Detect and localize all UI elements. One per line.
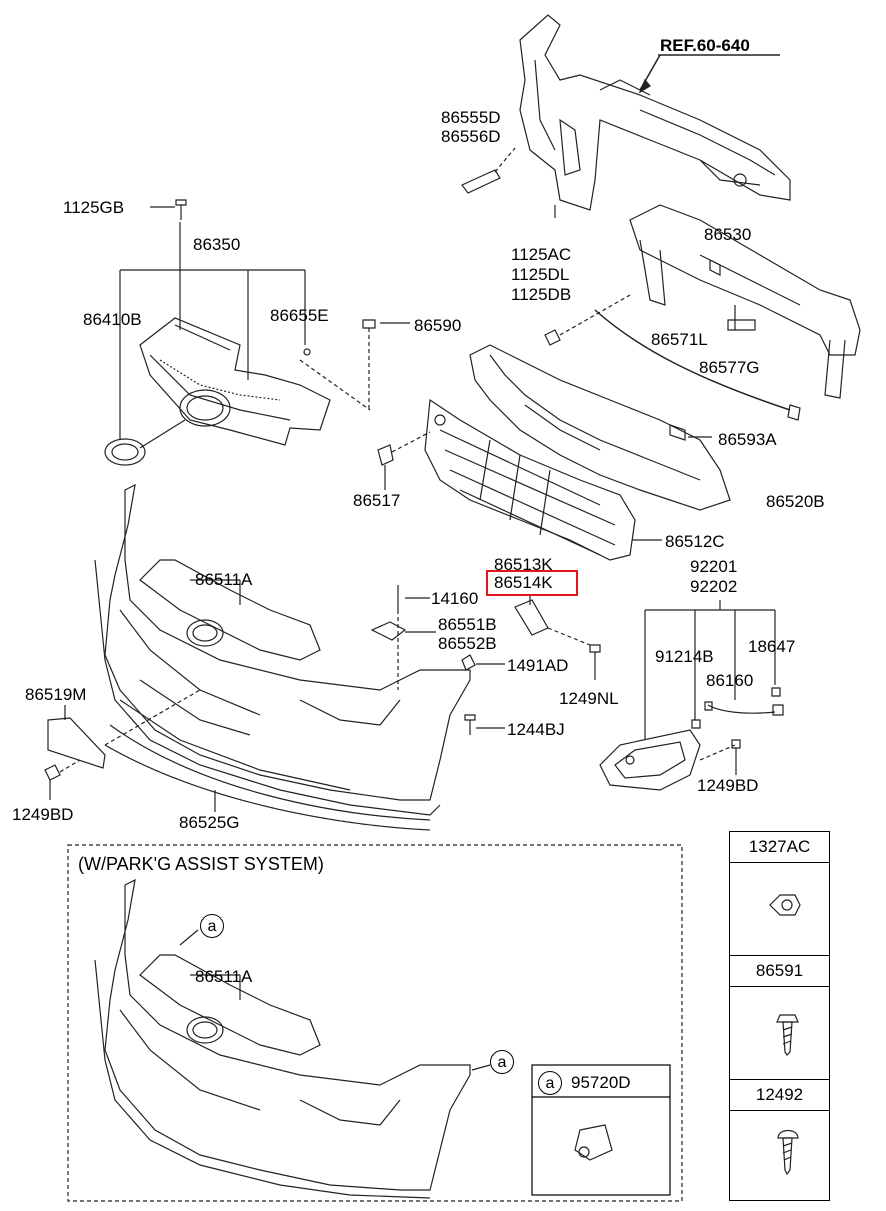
legend-cell-86591[interactable]: 86591 <box>730 956 829 987</box>
label-86519M[interactable]: 86519M <box>25 685 87 704</box>
label-86350[interactable]: 86350 <box>193 235 241 254</box>
label-86525G[interactable]: 86525G <box>179 813 240 832</box>
label-86410B[interactable]: 86410B <box>83 310 142 329</box>
label-92201[interactable]: 92201 <box>690 557 738 576</box>
lower-grille <box>424 398 636 561</box>
label-1491AD[interactable]: 1491AD <box>507 656 569 675</box>
label-86571L[interactable]: 86571L <box>651 330 708 349</box>
park-assist-title: (W/PARK'G ASSIST SYSTEM) <box>78 854 324 874</box>
legend-icons <box>769 894 801 1176</box>
marker-a-sensor-location: a <box>490 1050 514 1074</box>
label-86511A-park[interactable]: 86511A <box>195 967 253 986</box>
label-1125GB[interactable]: 1125GB <box>63 198 125 217</box>
label-18647[interactable]: 18647 <box>748 637 796 656</box>
marker-a-sensor: a <box>538 1071 562 1095</box>
label-86551B[interactable]: 86551B <box>438 615 497 634</box>
label-1125AC[interactable]: 1125AC <box>511 245 572 264</box>
marker-a-bumper: a <box>200 914 224 938</box>
legend-cell-12492[interactable]: 12492 <box>730 1080 829 1111</box>
front-bumper <box>94 483 471 821</box>
label-14160[interactable]: 14160 <box>431 589 479 608</box>
label-86590[interactable]: 86590 <box>414 316 462 335</box>
label-1249NL[interactable]: 1249NL <box>559 689 619 708</box>
hardware-legend: 1327AC 86591 12492 <box>729 831 830 1201</box>
radiator-grille <box>139 317 331 446</box>
label-86160[interactable]: 86160 <box>706 671 754 690</box>
bumper-beam <box>629 204 861 399</box>
legend-icon-cell-1 <box>730 863 829 956</box>
label-86593A[interactable]: 86593A <box>718 430 777 449</box>
label-86577G[interactable]: 86577G <box>699 358 760 377</box>
label-1249BD-left[interactable]: 1249BD <box>12 805 74 824</box>
label-86555D[interactable]: 86555D <box>441 108 501 127</box>
label-92202[interactable]: 92202 <box>690 577 738 596</box>
label-86514K[interactable]: 86514K <box>494 573 553 592</box>
ref-label[interactable]: REF.60-640 <box>660 36 750 55</box>
energy-absorber <box>469 344 731 511</box>
label-1125DL[interactable]: 1125DL <box>511 265 570 284</box>
label-86517[interactable]: 86517 <box>353 491 401 510</box>
label-86512C[interactable]: 86512C <box>665 532 725 551</box>
fog-lamp <box>599 729 701 791</box>
label-86530[interactable]: 86530 <box>704 225 752 244</box>
label-1125DB[interactable]: 1125DB <box>511 285 572 304</box>
label-1244BJ[interactable]: 1244BJ <box>507 720 565 739</box>
label-95720D[interactable]: 95720D <box>571 1073 631 1092</box>
park-assist-bumper <box>94 878 471 1199</box>
highlight-box <box>486 570 578 596</box>
label-86556D[interactable]: 86556D <box>441 127 501 146</box>
label-86511A[interactable]: 86511A <box>195 570 253 589</box>
label-1249BD-right[interactable]: 1249BD <box>697 776 759 795</box>
legend-cell-1327AC[interactable]: 1327AC <box>730 832 829 863</box>
label-86552B[interactable]: 86552B <box>438 634 497 653</box>
label-86520B[interactable]: 86520B <box>766 492 825 511</box>
label-86513K[interactable]: 86513K <box>494 555 553 574</box>
emblem <box>104 438 146 466</box>
label-91214B[interactable]: 91214B <box>655 647 714 666</box>
label-86655E[interactable]: 86655E <box>270 306 329 325</box>
license-bracket <box>47 717 106 769</box>
legend-icon-cell-2 <box>730 987 829 1080</box>
radiator-support <box>519 14 791 218</box>
